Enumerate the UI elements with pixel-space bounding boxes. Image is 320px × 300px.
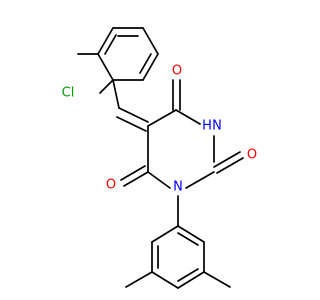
structure-canvas: Cl O H N O N O <box>62 27 257 289</box>
double-bond-exocyclic <box>116 116 147 132</box>
double-bond-inner <box>104 34 117 55</box>
oxygen-label-left: O <box>106 178 116 193</box>
bond <box>175 109 201 125</box>
double-bond-c2-o <box>213 151 241 168</box>
pyrimidinetrione-ring <box>147 109 215 189</box>
chlorophenyl-ring <box>97 27 159 81</box>
double-bond-c6-o <box>120 165 146 181</box>
nitrogen-label-nh: N <box>212 119 222 134</box>
chlorine-label: Cl <box>62 86 75 101</box>
double-bond-c2-o <box>216 157 244 174</box>
bond <box>97 27 114 55</box>
nitrogen-label-bottom: N <box>173 180 183 195</box>
double-bond-inner <box>177 232 199 246</box>
bond-ch-c5 <box>118 107 149 123</box>
bond-aryl-ch <box>112 79 120 109</box>
hydrogen-label: H <box>202 119 212 134</box>
oxygen-label-right: O <box>247 148 257 163</box>
bond <box>151 271 179 289</box>
oxygen-label-top: O <box>172 64 182 79</box>
bond <box>147 109 177 127</box>
bond <box>177 225 205 243</box>
bond <box>177 271 205 289</box>
bond-methyl-left <box>125 271 153 288</box>
double-bond-inner <box>139 53 152 74</box>
bond <box>185 171 215 189</box>
bond <box>142 53 159 81</box>
bond <box>97 53 114 81</box>
double-bond-inner <box>177 268 199 282</box>
bond-c-cl-outer <box>99 79 114 94</box>
molecule-structure: Cl O H N O N O <box>62 27 257 289</box>
bond <box>151 225 179 243</box>
dimethylphenyl-ring <box>151 225 205 289</box>
bond-methyl-right <box>203 271 231 288</box>
bond <box>147 171 171 189</box>
double-bond-c6-o <box>123 171 149 187</box>
bond <box>142 27 159 55</box>
